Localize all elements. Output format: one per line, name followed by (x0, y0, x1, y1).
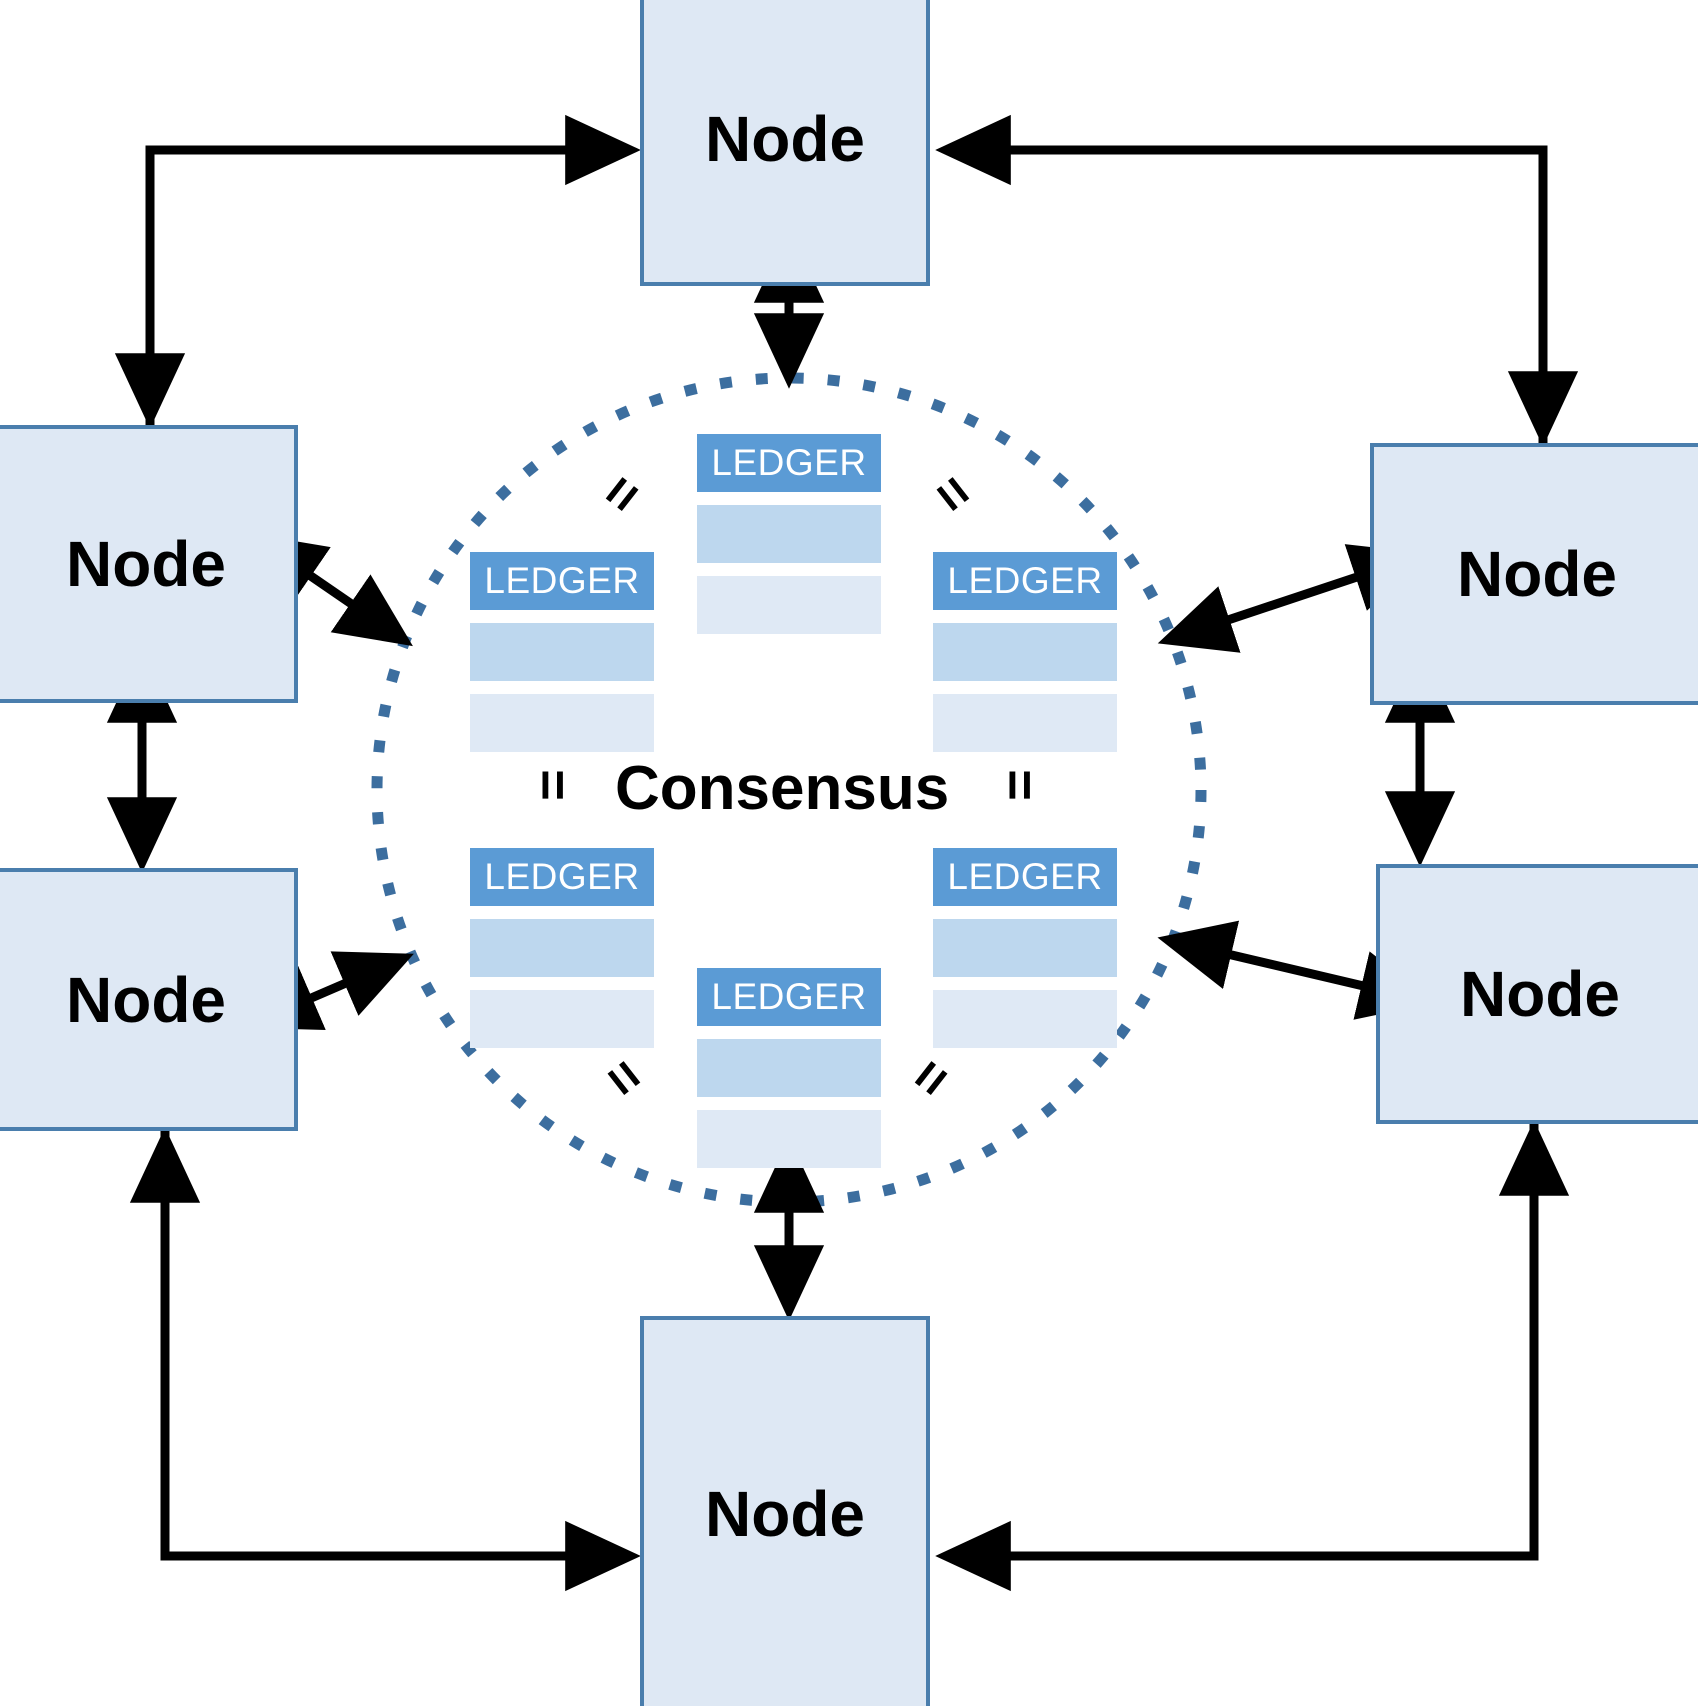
node-top-label: Node (705, 103, 865, 175)
equals-icon-bottom-left: = (590, 1047, 658, 1109)
ledger-lower-left-header: LEDGER (470, 848, 654, 906)
node-left-lower[interactable]: Node (0, 868, 298, 1131)
link-left-to-top (114, 114, 641, 429)
equals-icon-mid-right: = (990, 769, 1050, 801)
node-right-lower-label: Node (1460, 958, 1620, 1030)
ledger-lower-right[interactable]: LEDGER (933, 848, 1117, 1048)
ledger-top[interactable]: LEDGER (697, 434, 881, 634)
ledger-upper-right[interactable]: LEDGER (933, 552, 1117, 752)
ledger-lower-left[interactable]: LEDGER (470, 848, 654, 1048)
ledger-upper-left-header: LEDGER (470, 552, 654, 610)
node-bottom[interactable]: Node (640, 1316, 930, 1706)
ledger-bottom-row-1 (697, 1039, 881, 1097)
ledger-upper-left-row-2 (470, 694, 654, 752)
equals-icon-bottom-right: = (897, 1047, 965, 1109)
link-right-to-bottom (935, 1120, 1570, 1592)
node-right-upper[interactable]: Node (1370, 443, 1698, 705)
equals-icon-top-right: = (919, 463, 987, 525)
link-left-upper-circle (248, 533, 413, 647)
ledger-upper-left[interactable]: LEDGER (470, 552, 654, 752)
ledger-bottom-header: LEDGER (697, 968, 881, 1026)
ledger-upper-left-row-1 (470, 623, 654, 681)
ledger-upper-right-row-1 (933, 623, 1117, 681)
node-left-upper-label: Node (66, 528, 226, 600)
equals-icon-top-left: = (588, 463, 656, 525)
ledger-bottom-row-2 (697, 1110, 881, 1168)
ledger-lower-left-row-1 (470, 919, 654, 977)
node-right-upper-label: Node (1457, 538, 1617, 610)
ledger-lower-left-row-2 (470, 990, 654, 1048)
link-right-upper-circle (1157, 544, 1428, 653)
node-left-upper[interactable]: Node (0, 425, 298, 703)
node-bottom-label: Node (705, 1478, 865, 1550)
link-right-lower-circle (1157, 920, 1436, 1020)
ledger-lower-right-row-2 (933, 990, 1117, 1048)
link-left-lower-circle (242, 951, 414, 1030)
ledger-lower-right-row-1 (933, 919, 1117, 977)
ledger-upper-right-row-2 (933, 694, 1117, 752)
ledger-top-row-1 (697, 505, 881, 563)
ledger-top-header: LEDGER (697, 434, 881, 492)
consensus-label: Consensus (615, 754, 950, 823)
node-right-lower[interactable]: Node (1376, 864, 1698, 1124)
link-left-to-bottom (129, 1127, 641, 1592)
node-top[interactable]: Node (640, 0, 930, 286)
ledger-upper-right-header: LEDGER (933, 552, 1117, 610)
node-left-lower-label: Node (66, 963, 226, 1036)
ledger-top-row-2 (697, 576, 881, 634)
link-right-to-top (935, 114, 1579, 447)
equals-icon-mid-left: = (523, 769, 583, 801)
ledger-bottom[interactable]: LEDGER (697, 968, 881, 1168)
ledger-lower-right-header: LEDGER (933, 848, 1117, 906)
